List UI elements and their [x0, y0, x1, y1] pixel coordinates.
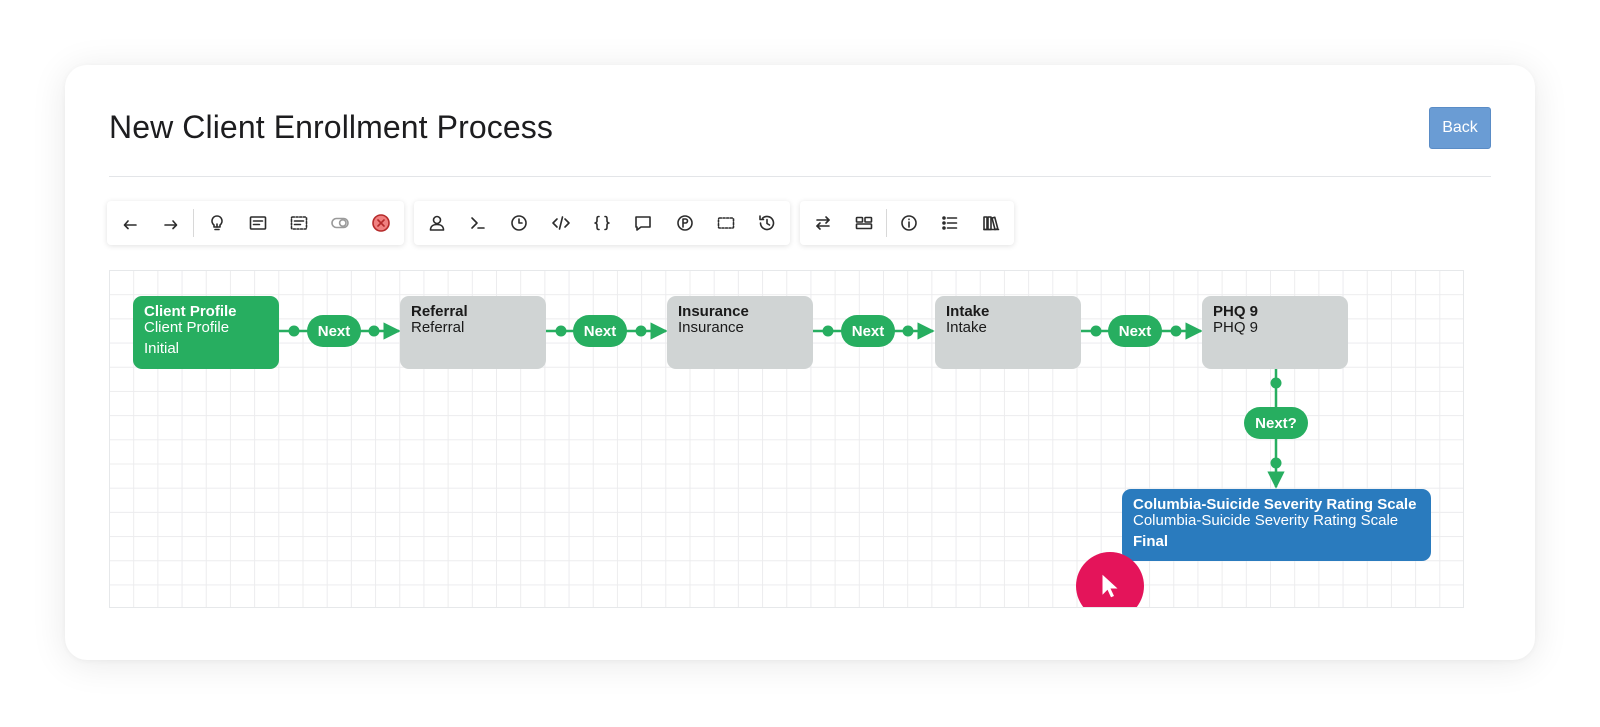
library-icon[interactable] — [971, 205, 1012, 241]
transition-next-3[interactable]: Next — [841, 315, 895, 347]
terminal-icon[interactable] — [457, 205, 498, 241]
node-title: PHQ 9 — [1213, 303, 1259, 320]
swap-icon[interactable] — [802, 205, 843, 241]
transition-next-1[interactable]: Next — [307, 315, 361, 347]
toolbar-separator — [193, 209, 195, 237]
node-title: Insurance — [678, 303, 749, 320]
back-button[interactable]: Back — [1429, 107, 1491, 149]
toolbar-nodes-group — [414, 201, 790, 245]
toolbar-edit-group — [107, 201, 404, 245]
undo-icon[interactable] — [109, 205, 150, 241]
node-referral[interactable]: Referral Referral — [400, 296, 546, 369]
node-subtitle: Intake — [946, 319, 987, 336]
layout-icon[interactable] — [843, 205, 884, 241]
workflow-canvas[interactable]: Client Profile Client Profile Initial Re… — [109, 270, 1464, 608]
clock-icon[interactable] — [499, 205, 540, 241]
toolbar-view-group — [800, 201, 1014, 245]
dashed-rect-icon[interactable] — [705, 205, 746, 241]
cursor-badge — [1076, 552, 1144, 607]
transition-next-5[interactable]: Next? — [1244, 407, 1308, 439]
node-title: Columbia-Suicide Severity Rating Scale — [1133, 496, 1417, 513]
transition-next-4[interactable]: Next — [1108, 315, 1162, 347]
p-circle-icon[interactable] — [664, 205, 705, 241]
node-title: Referral — [411, 303, 468, 320]
lightbulb-icon[interactable] — [196, 205, 237, 241]
pointer-cursor-icon — [1102, 574, 1118, 598]
user-icon[interactable] — [416, 205, 457, 241]
node-subtitle: Client Profile — [144, 319, 230, 336]
transition-next-2[interactable]: Next — [573, 315, 627, 347]
workflow-card: New Client Enrollment Process Back — [65, 65, 1535, 660]
node-status: Final — [1133, 533, 1169, 550]
node-cssrs[interactable]: Columbia-Suicide Severity Rating Scale C… — [1122, 489, 1431, 561]
node-insurance[interactable]: Insurance Insurance — [667, 296, 813, 369]
info-icon[interactable] — [889, 205, 930, 241]
list-icon[interactable] — [930, 205, 971, 241]
toolbar-separator — [886, 209, 887, 237]
node-title: Intake — [946, 303, 990, 320]
history-icon[interactable] — [747, 205, 788, 241]
braces-icon[interactable] — [581, 205, 622, 241]
page-title: New Client Enrollment Process — [109, 109, 553, 145]
toggle-icon[interactable] — [320, 205, 361, 241]
node-subtitle: Insurance — [678, 319, 744, 336]
code-icon[interactable] — [540, 205, 581, 241]
node-phq9[interactable]: PHQ 9 PHQ 9 — [1202, 296, 1348, 369]
node-title: Client Profile — [144, 303, 237, 320]
node-client-profile[interactable]: Client Profile Client Profile Initial — [133, 296, 279, 369]
redo-icon[interactable] — [150, 205, 191, 241]
close-circle-icon[interactable] — [361, 205, 402, 241]
node-status: Initial — [144, 340, 180, 357]
form-icon[interactable] — [237, 205, 278, 241]
header-divider — [109, 176, 1491, 177]
dashed-form-icon[interactable] — [279, 205, 320, 241]
node-intake[interactable]: Intake Intake — [935, 296, 1081, 369]
node-subtitle: Referral — [411, 319, 465, 336]
node-subtitle: PHQ 9 — [1213, 319, 1259, 336]
node-subtitle: Columbia-Suicide Severity Rating Scale — [1133, 512, 1399, 529]
comment-icon[interactable] — [623, 205, 664, 241]
